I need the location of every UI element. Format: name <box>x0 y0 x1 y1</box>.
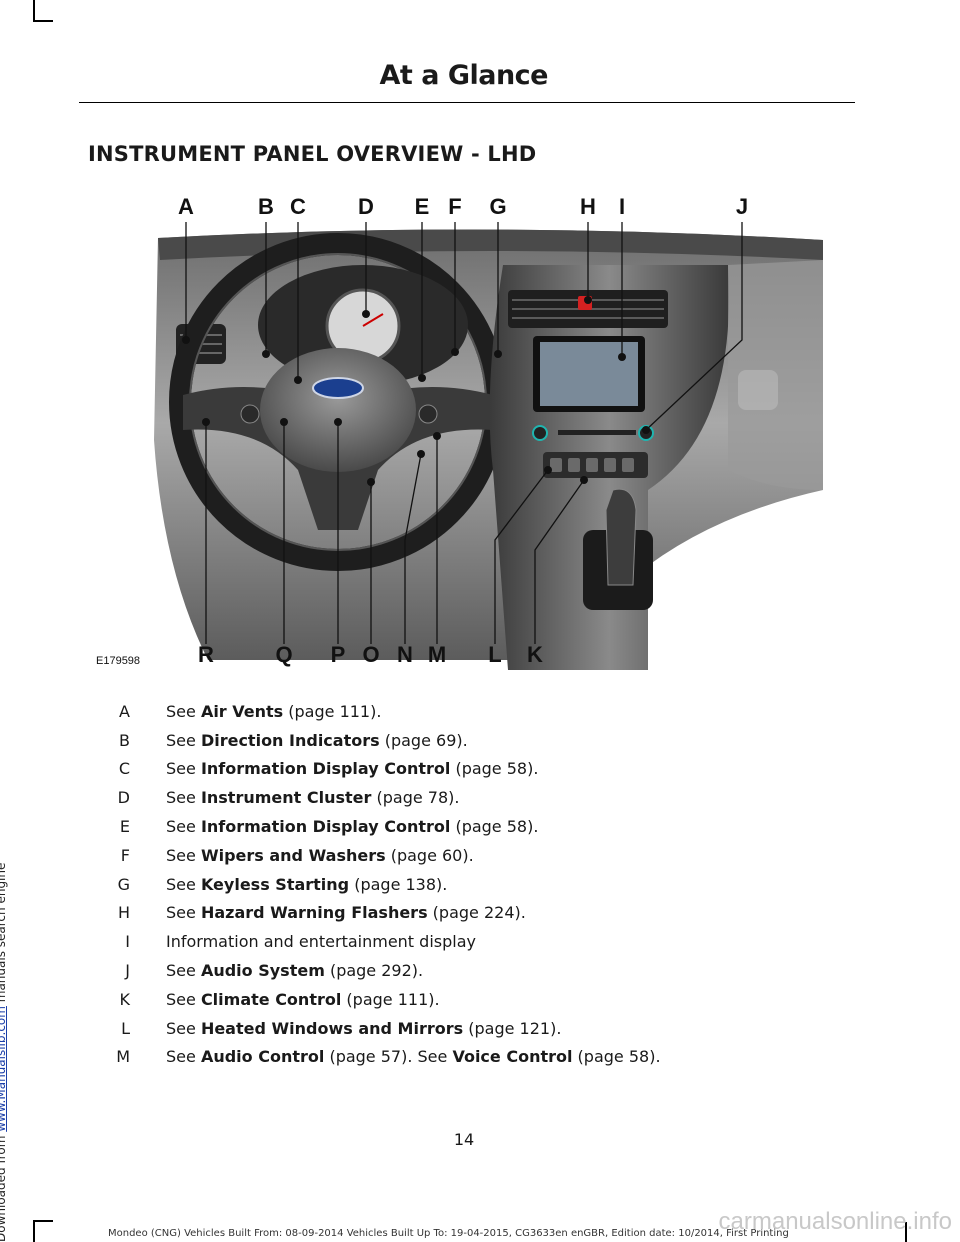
crop-mark <box>33 1220 53 1222</box>
callout-g: G <box>489 194 506 219</box>
legend-description: See Climate Control (page 111). <box>166 990 848 1009</box>
legend-key: K <box>88 990 166 1009</box>
source-link[interactable]: www.Manualslib.com <box>0 1006 8 1132</box>
callout-c: C <box>290 194 306 219</box>
watermark-logo: carmanualsonline.info <box>719 1208 952 1236</box>
reference-term: Air Vents <box>201 702 283 721</box>
callout-o: O <box>362 642 379 667</box>
legend-key: M <box>88 1047 166 1066</box>
dashboard-illustration: A B C D E F G H I J R Q P O N M L K E179… <box>88 190 858 670</box>
callout-p: P <box>331 642 346 667</box>
legend-description: See Audio Control (page 57). See Voice C… <box>166 1047 848 1066</box>
crop-mark <box>33 0 35 20</box>
legend-key: D <box>88 788 166 807</box>
callout-l: L <box>488 642 501 667</box>
callout-a: A <box>178 194 194 219</box>
legend-key: B <box>88 731 166 750</box>
legend-key: J <box>88 961 166 980</box>
legend-description: See Keyless Starting (page 138). <box>166 875 848 894</box>
instrument-panel-figure: A B C D E F G H I J R Q P O N M L K E179… <box>88 190 858 670</box>
reference-term: Direction Indicators <box>201 731 380 750</box>
reference-term: Hazard Warning Flashers <box>201 903 428 922</box>
legend-description: See Air Vents (page 111). <box>166 702 848 721</box>
callout-i: I <box>619 194 625 219</box>
callout-j: J <box>736 194 748 219</box>
legend-description: See Hazard Warning Flashers (page 224). <box>166 903 848 922</box>
callout-q: Q <box>275 642 292 667</box>
legend-key: E <box>88 817 166 836</box>
section-heading: INSTRUMENT PANEL OVERVIEW - LHD <box>88 142 536 166</box>
reference-term: Keyless Starting <box>201 875 349 894</box>
header-divider <box>79 102 855 103</box>
page-number: 14 <box>0 1130 928 1149</box>
legend-description: Information and entertainment display <box>166 932 848 951</box>
legend-key: L <box>88 1019 166 1038</box>
callout-b: B <box>258 194 274 219</box>
callout-n: N <box>397 642 413 667</box>
reference-term: Climate Control <box>201 990 341 1009</box>
gear-lever <box>606 489 636 585</box>
callout-k: K <box>527 642 543 667</box>
figure-code: E179598 <box>96 655 140 667</box>
reference-term: Voice Control <box>452 1047 572 1066</box>
legend-key: G <box>88 875 166 894</box>
callout-e: E <box>415 194 430 219</box>
callout-d: D <box>358 194 374 219</box>
legend-description: See Audio System (page 292). <box>166 961 848 980</box>
legend-description: See Wipers and Washers (page 60). <box>166 846 848 865</box>
legend-description: See Direction Indicators (page 69). <box>166 731 848 750</box>
callout-r: R <box>198 642 214 667</box>
reference-term: Information Display Control <box>201 759 450 778</box>
legend-description: See Information Display Control (page 58… <box>166 759 848 778</box>
legend-description: See Heated Windows and Mirrors (page 121… <box>166 1019 848 1038</box>
chapter-title: At a Glance <box>380 60 549 91</box>
legend-description: See Information Display Control (page 58… <box>166 817 848 836</box>
reference-term: Instrument Cluster <box>201 788 371 807</box>
reference-term: Information Display Control <box>201 817 450 836</box>
cd-slot <box>558 430 636 435</box>
legend-key: F <box>88 846 166 865</box>
ford-logo <box>313 378 363 398</box>
crop-mark <box>33 20 53 22</box>
reference-term: Audio Control <box>201 1047 324 1066</box>
reference-term: Audio System <box>201 961 325 980</box>
audio-knob-left <box>533 426 547 440</box>
legend-key: A <box>88 702 166 721</box>
callout-f: F <box>448 194 461 219</box>
reference-term: Heated Windows and Mirrors <box>201 1019 463 1038</box>
legend-key: H <box>88 903 166 922</box>
callout-m: M <box>428 642 446 667</box>
callout-h: H <box>580 194 596 219</box>
document-footer: Mondeo (CNG) Vehicles Built From: 08-09-… <box>108 1228 789 1239</box>
source-suffix: manuals search engine <box>0 863 8 1006</box>
legend-key: C <box>88 759 166 778</box>
reference-term: Wipers and Washers <box>201 846 386 865</box>
legend-key: I <box>88 932 166 951</box>
legend-description: See Instrument Cluster (page 78). <box>166 788 848 807</box>
crop-mark <box>33 1220 35 1242</box>
download-source-text: Downloaded from www.Manualslib.com manua… <box>0 863 8 1242</box>
